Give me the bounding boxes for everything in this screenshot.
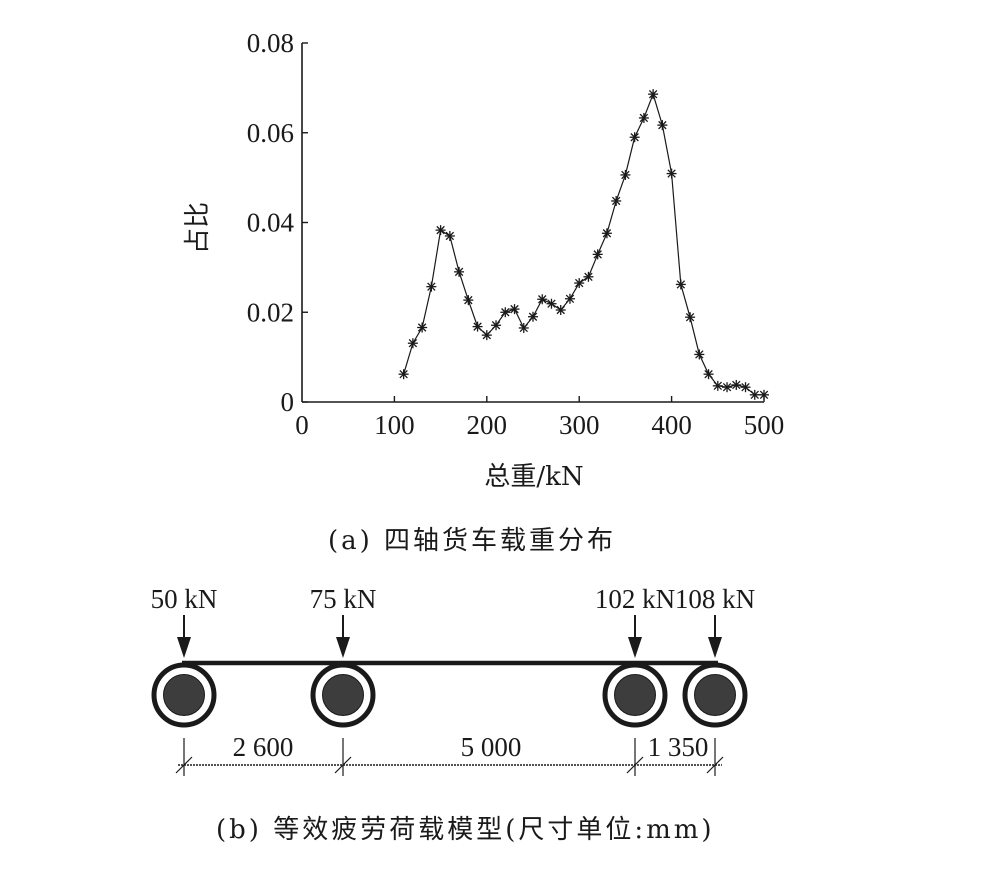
asterisk-marker xyxy=(555,305,566,316)
y-tick-label: 0 xyxy=(281,387,295,417)
load-arrow-head xyxy=(177,637,191,658)
asterisk-marker xyxy=(685,312,696,323)
asterisk-marker xyxy=(675,279,686,290)
y-tick-label: 0.08 xyxy=(247,28,294,58)
asterisk-marker xyxy=(657,120,668,131)
asterisk-marker xyxy=(638,112,649,123)
y-axis-ticks: 0 0.02 0.04 0.06 0.08 xyxy=(247,28,308,417)
dimension-slash xyxy=(626,756,644,774)
asterisk-marker xyxy=(444,230,455,241)
x-tick-label: 500 xyxy=(744,410,785,440)
spacing-label-3: 1 350 xyxy=(648,732,709,762)
dimension-slash xyxy=(706,756,724,774)
asterisk-marker xyxy=(740,382,751,393)
axle-load-label: 108 kN xyxy=(675,584,755,614)
x-tick-label: 0 xyxy=(295,410,309,440)
dimension-slash xyxy=(175,756,193,774)
data-line xyxy=(403,92,764,396)
asterisk-marker xyxy=(546,298,557,309)
asterisk-marker xyxy=(583,271,594,282)
spacing-label-2: 5 000 xyxy=(461,732,522,762)
dimension-slash xyxy=(334,756,352,774)
dimension-ticks xyxy=(175,738,724,776)
asterisk-marker xyxy=(749,389,760,400)
x-tick-label: 300 xyxy=(559,410,600,440)
caption-b: (b) 等效疲劳荷载模型(尺寸单位:mm) xyxy=(216,815,715,845)
asterisk-marker xyxy=(463,295,474,306)
asterisk-marker xyxy=(629,132,640,143)
asterisk-marker xyxy=(491,320,502,331)
asterisk-marker xyxy=(611,195,622,206)
asterisk-marker xyxy=(759,389,769,400)
asterisk-marker xyxy=(537,294,548,305)
x-axis-label: 总重/kN xyxy=(484,462,583,492)
asterisk-marker xyxy=(518,322,529,333)
y-tick-label: 0.04 xyxy=(247,208,295,238)
asterisk-marker xyxy=(694,349,705,360)
load-arrow-head xyxy=(708,637,722,658)
wheel-hub xyxy=(614,674,656,716)
asterisk-marker xyxy=(528,311,538,322)
caption-a: (a) 四轴货车载重分布 xyxy=(328,526,617,556)
axle-load-label: 102 kN xyxy=(595,584,675,614)
asterisk-marker xyxy=(407,338,418,349)
asterisk-marker xyxy=(648,89,659,100)
x-tick-label: 100 xyxy=(374,410,415,440)
asterisk-marker xyxy=(500,307,511,318)
asterisk-marker xyxy=(481,330,492,341)
load-distribution-chart: 0 0.02 0.04 0.06 0.08 0 100 200 300 400 500 占比 总重… xyxy=(183,28,784,492)
asterisk-marker xyxy=(417,322,428,333)
x-axis-ticks: 0 100 200 300 400 500 xyxy=(295,396,784,440)
y-axis-label: 占比 xyxy=(183,202,213,254)
asterisk-marker xyxy=(731,379,742,390)
x-tick-label: 400 xyxy=(651,410,692,440)
asterisk-marker xyxy=(454,266,465,277)
asterisk-marker xyxy=(472,321,483,332)
data-markers xyxy=(398,89,769,400)
y-tick-label: 0.02 xyxy=(247,297,294,327)
asterisk-marker xyxy=(601,228,612,239)
load-arrow-head xyxy=(628,637,642,658)
spacing-label-1: 2 600 xyxy=(233,732,294,762)
wheel-hub xyxy=(163,674,205,716)
asterisk-marker xyxy=(722,382,733,393)
asterisk-marker xyxy=(703,369,714,380)
asterisk-marker xyxy=(509,304,520,315)
asterisk-marker xyxy=(564,293,575,304)
load-arrow-head xyxy=(336,637,350,658)
asterisk-marker xyxy=(398,369,409,380)
asterisk-marker xyxy=(666,168,677,179)
wheel-hub xyxy=(694,674,736,716)
x-tick-label: 200 xyxy=(467,410,508,440)
y-tick-label: 0.06 xyxy=(247,118,294,148)
asterisk-marker xyxy=(712,380,723,391)
asterisk-marker xyxy=(435,225,446,236)
asterisk-marker xyxy=(426,281,437,292)
asterisk-marker xyxy=(592,249,603,260)
wheel-hub xyxy=(322,674,364,716)
wheels xyxy=(151,662,748,728)
axle-load-label: 50 kN xyxy=(151,584,218,614)
asterisk-marker xyxy=(620,169,631,180)
axle-load-label: 75 kN xyxy=(310,584,377,614)
asterisk-marker xyxy=(574,278,585,289)
